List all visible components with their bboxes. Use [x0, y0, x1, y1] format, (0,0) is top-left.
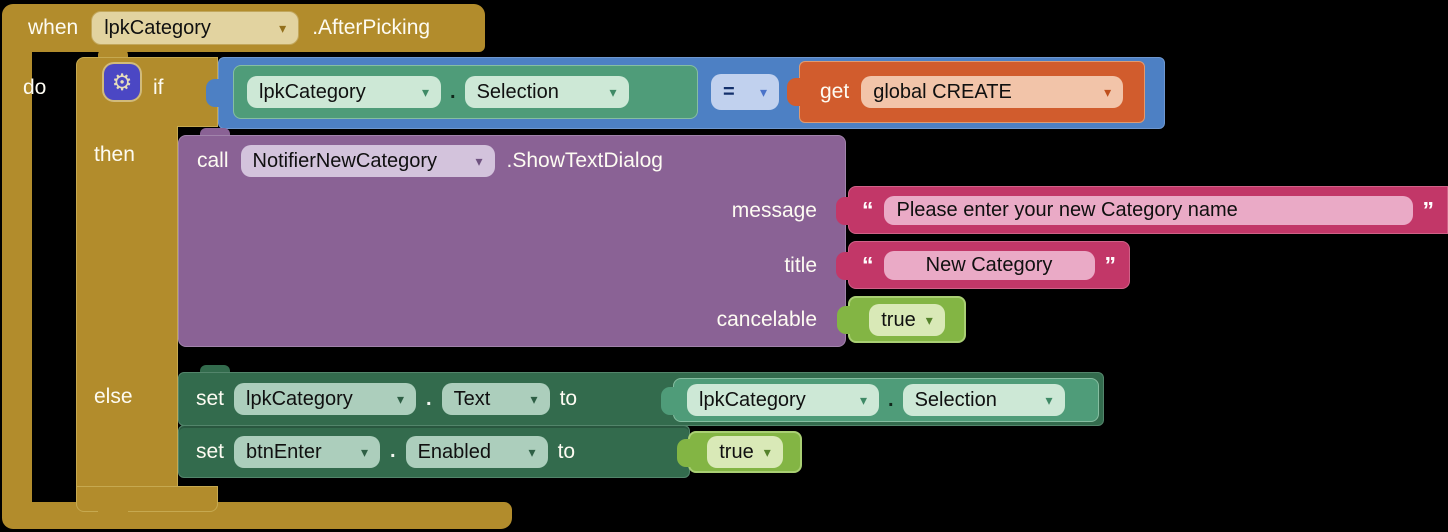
gear-glyph: ⚙ [111, 68, 133, 95]
call-method-block[interactable]: call NotifierNewCategory ▾ .ShowTextDial… [178, 135, 846, 347]
param-label-title: title [784, 254, 817, 277]
call-block-top-notch [200, 128, 230, 137]
set2-property-dropdown[interactable]: Enabled ▾ [405, 435, 548, 468]
enabled-true-block[interactable]: true ▾ [677, 431, 802, 473]
chevron-down-icon: ▾ [360, 443, 369, 460]
if-block[interactable] [76, 57, 218, 127]
open-quote: “ [862, 251, 874, 278]
chevron-down-icon: ▾ [609, 84, 617, 100]
when-component-name: lpkCategory [104, 17, 211, 39]
set-lpkcategory-text-block[interactable]: set lpkCategory ▾ . Text ▾ to lpkCategor… [178, 372, 1104, 426]
set2-component-name: btnEnter [246, 440, 322, 463]
call-method-name: .ShowTextDialog [506, 149, 663, 172]
call-keyword: call [197, 149, 229, 172]
if-block-top-notch [98, 49, 128, 58]
logic-block-plug [677, 439, 692, 467]
chevron-down-icon: ▾ [859, 392, 867, 408]
true-dropdown[interactable]: true ▾ [869, 303, 945, 336]
set1-property-name: Text [453, 388, 491, 410]
getter-block-plug [661, 387, 676, 415]
get-block-plug [787, 78, 802, 106]
if-label: if [153, 76, 164, 99]
set2-property-name: Enabled [417, 440, 491, 463]
when-block-left-spine [2, 50, 32, 506]
getter2-property-dropdown[interactable]: Selection ▾ [902, 384, 1065, 416]
mutator-gear-icon[interactable]: ⚙ [104, 64, 140, 100]
true-value: true [719, 441, 754, 463]
equals-compare-block[interactable]: lpkCategory ▾ . Selection ▾ = ▾ get glob… [206, 57, 1165, 129]
set1-component-dropdown[interactable]: lpkCategory ▾ [234, 383, 417, 415]
getter2-property-name: Selection [914, 389, 997, 411]
chevron-down-icon: ▾ [528, 443, 536, 460]
then-label: then [94, 143, 135, 166]
dot-separator: . [426, 387, 432, 410]
get-variable-name: global CREATE [873, 81, 1012, 103]
getter-component-name: lpkCategory [259, 81, 366, 103]
close-quote: ” [1422, 196, 1435, 223]
operator-symbol: = [723, 81, 735, 103]
close-quote: ” [1104, 251, 1117, 278]
cancelable-true-block[interactable]: true ▾ [837, 296, 966, 343]
getter2-component-dropdown[interactable]: lpkCategory ▾ [687, 384, 879, 416]
text-block-plug [836, 197, 851, 225]
to-label: to [557, 439, 576, 463]
message-text-block[interactable]: “ Please enter your new Category name ” [836, 186, 1448, 234]
chevron-down-icon: ▾ [475, 153, 483, 169]
if-block-bottom-bar [76, 486, 218, 512]
when-event-block[interactable]: when lpkCategory ▾ .AfterPicking [2, 4, 485, 52]
if-block-next-notch [98, 511, 128, 520]
set2-component-dropdown[interactable]: btnEnter ▾ [234, 435, 381, 468]
if-block-spine [76, 126, 178, 487]
when-event-name: .AfterPicking [312, 16, 431, 39]
param-label-cancelable: cancelable [716, 308, 817, 331]
chevron-down-icon: ▾ [1104, 84, 1112, 100]
when-component-dropdown[interactable]: lpkCategory ▾ [91, 11, 300, 45]
getter-property-dropdown[interactable]: Selection ▾ [464, 76, 629, 108]
getter2-component-name: lpkCategory [699, 389, 806, 411]
chevron-down-icon: ▾ [421, 84, 429, 100]
set1-component-name: lpkCategory [246, 388, 353, 410]
get-variable-block[interactable]: get global CREATE ▾ [787, 61, 1145, 123]
chevron-down-icon: ▾ [763, 444, 771, 460]
do-label: do [23, 76, 47, 99]
call-component-dropdown[interactable]: NotifierNewCategory ▾ [240, 145, 495, 177]
getter-property-name: Selection [476, 81, 559, 103]
dot-separator: . [450, 80, 456, 103]
chevron-down-icon: ▾ [279, 20, 287, 36]
call-component-name: NotifierNewCategory [252, 150, 438, 172]
title-text-input[interactable]: New Category [883, 250, 1095, 280]
set1-property-dropdown[interactable]: Text ▾ [441, 383, 550, 415]
logic-block-plug [837, 306, 852, 334]
chevron-down-icon: ▾ [925, 311, 933, 328]
chevron-down-icon: ▾ [759, 84, 767, 100]
set1-top-notch [200, 365, 230, 374]
chevron-down-icon: ▾ [1045, 392, 1053, 408]
else-label: else [94, 385, 133, 408]
chevron-down-icon: ▾ [396, 391, 405, 407]
operator-dropdown[interactable]: = ▾ [711, 74, 779, 110]
condition-getter-block[interactable]: lpkCategory ▾ . Selection ▾ [233, 65, 698, 119]
text-block-plug [836, 252, 851, 280]
getter-component-dropdown[interactable]: lpkCategory ▾ [247, 76, 441, 108]
dot-separator: . [888, 388, 894, 411]
value-getter-block[interactable]: lpkCategory ▾ . Selection ▾ [661, 378, 1099, 422]
true-dropdown[interactable]: true ▾ [707, 436, 783, 468]
title-text-block[interactable]: “ New Category ” [836, 241, 1130, 289]
to-label: to [559, 387, 578, 410]
set-keyword: set [196, 439, 225, 463]
when-keyword: when [28, 16, 79, 39]
param-label-message: message [731, 199, 817, 222]
get-variable-dropdown[interactable]: global CREATE ▾ [861, 76, 1124, 108]
get-keyword: get [820, 80, 850, 103]
chevron-down-icon: ▾ [530, 391, 538, 407]
message-text-input[interactable]: Please enter your new Category name [883, 195, 1413, 225]
compare-block-plug [206, 79, 221, 107]
set-btnenter-enabled-block[interactable]: set btnEnter ▾ . Enabled ▾ to [178, 425, 690, 478]
dot-separator: . [390, 440, 396, 462]
open-quote: “ [862, 196, 874, 223]
true-value: true [881, 308, 916, 331]
set-keyword: set [196, 387, 225, 410]
